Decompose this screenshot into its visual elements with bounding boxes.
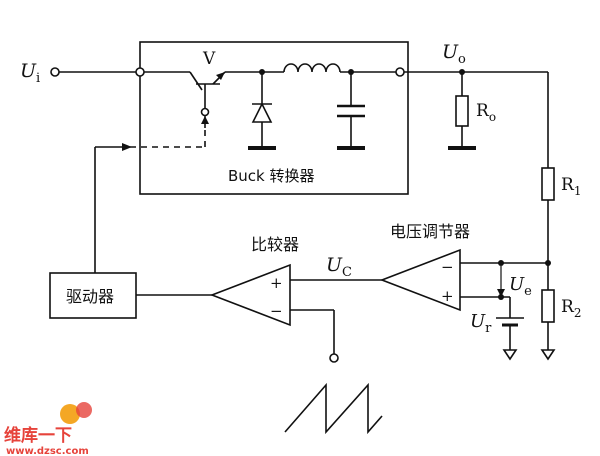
resistor-r2 [540, 289, 556, 361]
ro-label: Ro [476, 101, 496, 124]
box-output-node [395, 67, 405, 77]
regulator-minus-sign: − [441, 258, 454, 276]
resistor-r1 [541, 72, 555, 290]
r1-label: R1 [561, 175, 581, 198]
output-capacitor [337, 72, 365, 150]
driver-control-arrow [122, 143, 132, 151]
ue-top-node [498, 260, 504, 266]
transistor-label: V [202, 49, 216, 69]
ue-label: Ue [509, 274, 532, 299]
transistor-v [144, 71, 262, 128]
watermark-brand: 维库一下 [4, 425, 72, 446]
watermark-logo: 维库一下 www.dzsc.com [4, 402, 92, 456]
uo-label: Uo [442, 41, 466, 67]
ui-label: Ui [20, 60, 40, 86]
r2-label: R2 [561, 297, 581, 320]
sawtooth-waveform [284, 382, 383, 435]
ue-arrow [497, 266, 505, 297]
load-resistor-ro [448, 72, 476, 150]
buck-converter-label: Buck 转换器 [228, 167, 315, 185]
ur-label: Ur [470, 311, 492, 336]
voltage-regulator-amp [379, 248, 510, 312]
box-input-node [135, 67, 145, 77]
voltage-regulator-label: 电压调节器 [390, 222, 470, 241]
buck-converter-box [139, 41, 409, 195]
uc-label: UC [326, 254, 352, 280]
driver-box [49, 272, 137, 319]
comparator [209, 263, 339, 363]
comparator-plus-sign: + [270, 274, 283, 292]
inductor [262, 63, 396, 73]
diode [248, 72, 276, 150]
comparator-minus-sign: − [270, 302, 283, 320]
watermark-url: www.dzsc.com [6, 446, 89, 456]
regulator-plus-sign: + [441, 287, 454, 305]
input-terminal [50, 67, 60, 77]
reference-source-ur [496, 297, 524, 361]
comparator-label: 比较器 [251, 235, 299, 254]
driver-label: 驱动器 [66, 287, 114, 306]
